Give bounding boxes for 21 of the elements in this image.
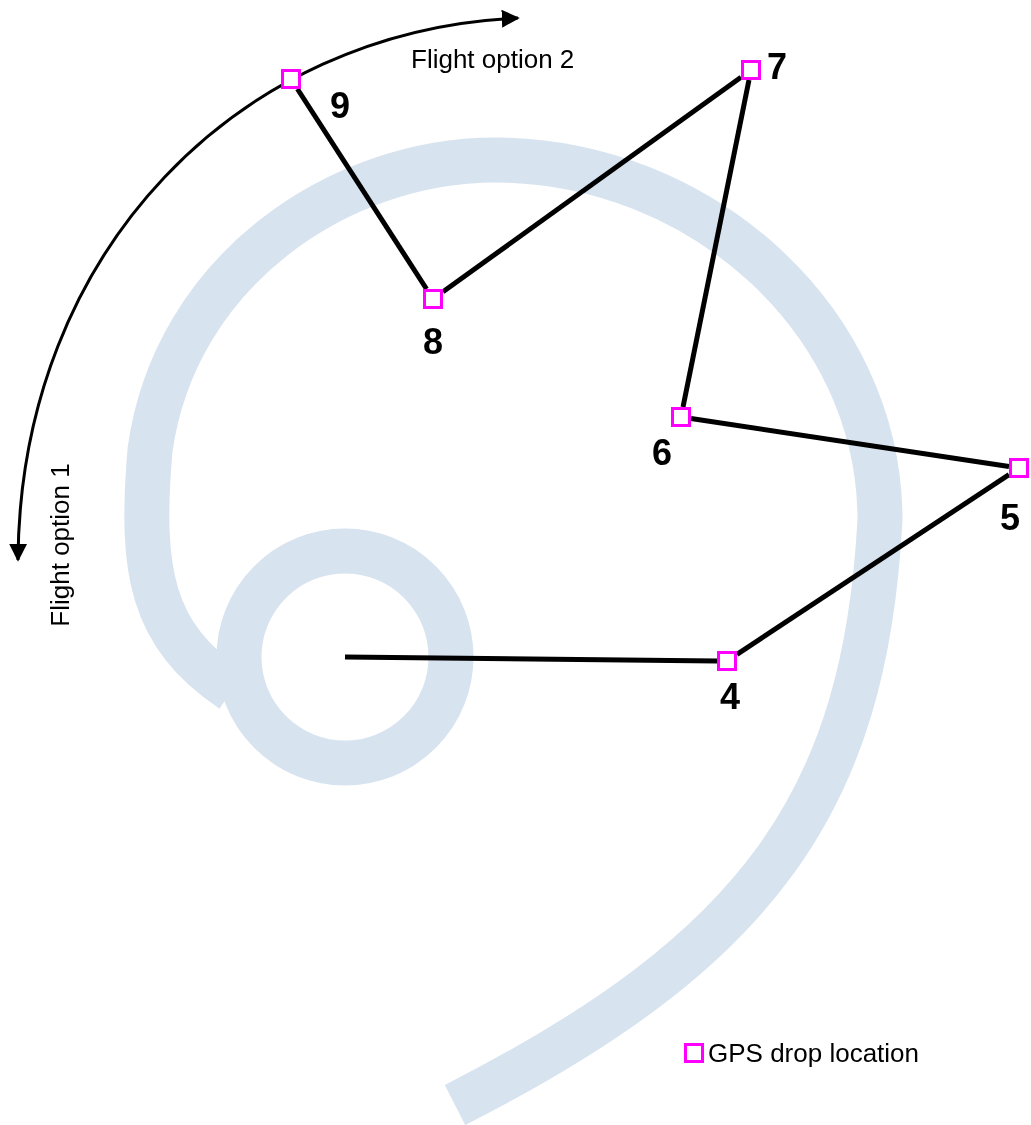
gps-drop-marker: [671, 407, 691, 427]
flight-path-line: [295, 87, 429, 291]
gps-drop-marker: [741, 60, 761, 80]
gps-drop-marker: [717, 651, 737, 671]
gps-drop-marker: [423, 289, 443, 309]
flight-path-line: [441, 75, 743, 294]
callout-number: 9: [330, 88, 350, 124]
callout-number: 4: [720, 679, 740, 715]
gps-drop-marker: [1009, 458, 1029, 478]
callout-number: 6: [652, 435, 672, 471]
legend-label: GPS drop location: [708, 1040, 919, 1066]
flight-path-line: [680, 79, 752, 408]
flight-path-line: [735, 472, 1011, 657]
direction-label: Flight option 1: [47, 463, 73, 627]
callout-number: 7: [767, 49, 787, 85]
direction-label: Flight option 2: [411, 46, 575, 72]
flight-path-line: [690, 416, 1010, 469]
callout-number: 8: [423, 324, 443, 360]
gps-drop-marker: [281, 69, 301, 89]
flight-path-line: [344, 654, 718, 664]
callout-number: 5: [1000, 500, 1020, 536]
